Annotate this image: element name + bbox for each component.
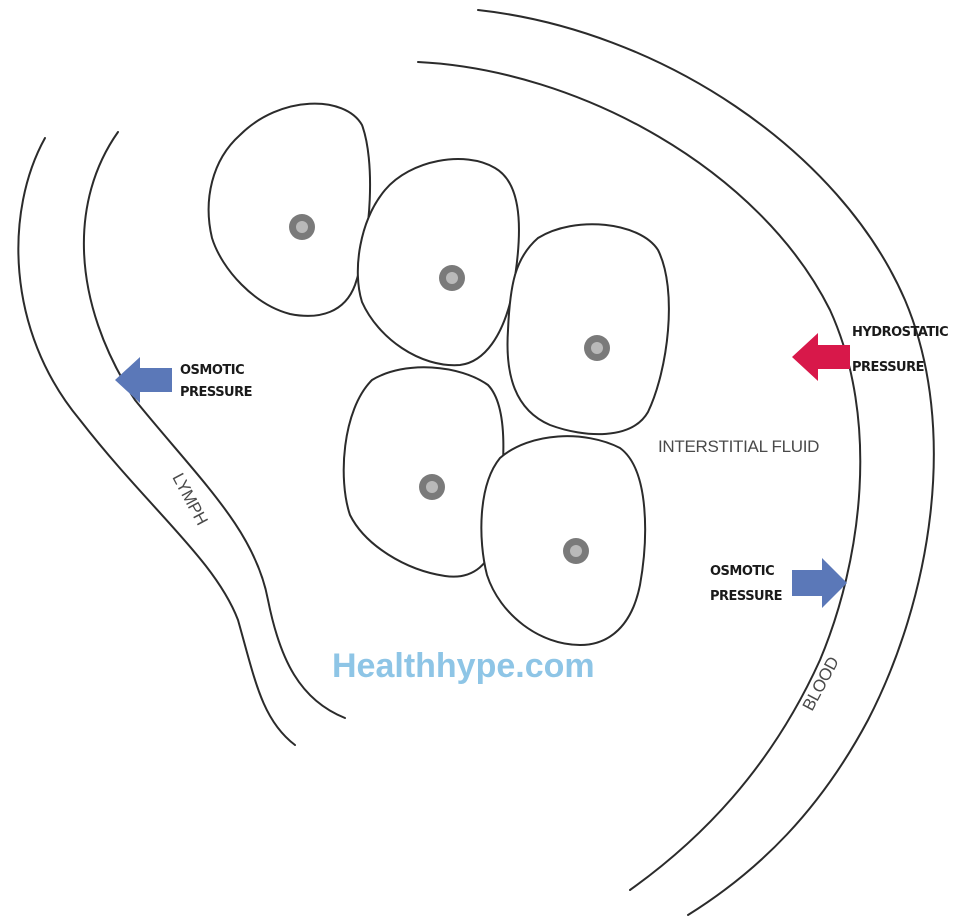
nucleus-2 xyxy=(439,265,465,291)
blood-label: BLOOD xyxy=(799,654,843,714)
osmotic-pressure-right-label-line1: OSMOTIC xyxy=(710,564,774,579)
osmotic-pressure-left-label-line1: OSMOTIC xyxy=(180,363,244,378)
hydrostatic-pressure-label-line1: HYDROSTATIC xyxy=(852,325,948,340)
cell-5 xyxy=(481,436,645,645)
cell-1 xyxy=(209,104,370,316)
cell-2 xyxy=(358,159,519,365)
watermark-text: Healthhype.com xyxy=(332,647,595,685)
nucleus-4 xyxy=(419,474,445,500)
nucleus-1 xyxy=(289,214,315,240)
hydrostatic-pressure-label-line2: PRESSURE xyxy=(852,360,924,375)
osmotic-pressure-left-label-line2: PRESSURE xyxy=(180,385,252,400)
nucleus-3 xyxy=(584,335,610,361)
osmotic-pressure-right-label-line2: PRESSURE xyxy=(710,589,782,604)
lymph-label: LYMPH xyxy=(168,470,211,528)
osmotic-pressure-right-arrow xyxy=(792,558,847,608)
osmotic-pressure-left-arrow xyxy=(115,357,172,403)
cell-4 xyxy=(344,367,504,576)
nucleus-5 xyxy=(563,538,589,564)
interstitial-fluid-label: INTERSTITIAL FLUID xyxy=(658,437,819,456)
cell-3 xyxy=(507,224,668,434)
